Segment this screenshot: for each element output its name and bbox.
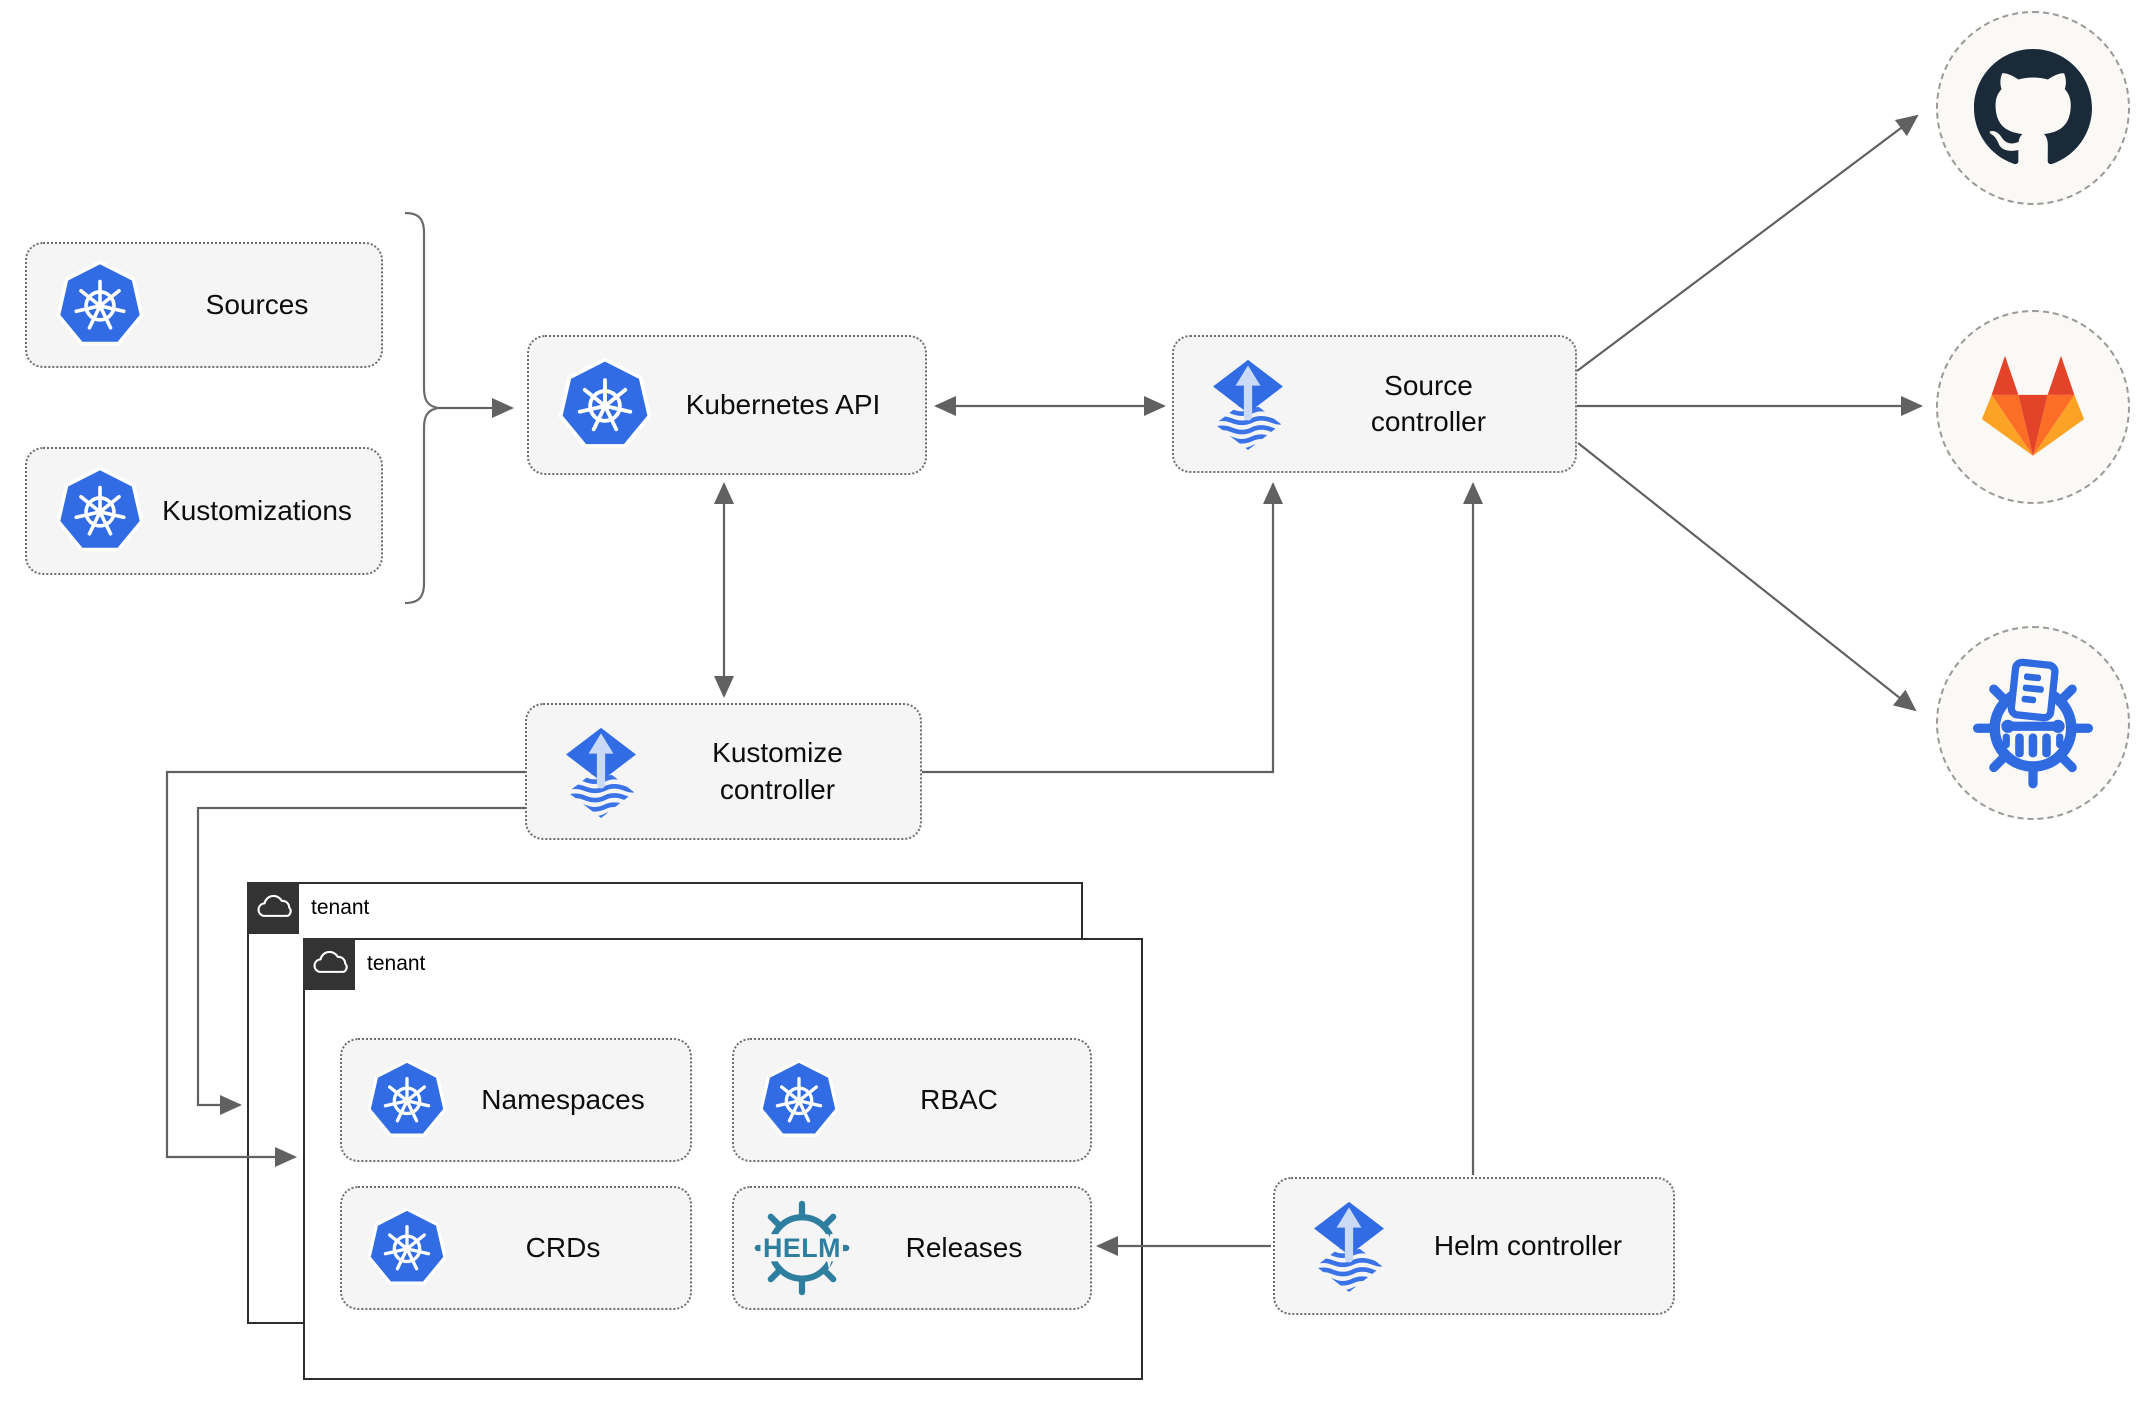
gitlab-repository-node <box>1936 310 2130 504</box>
node-sources: Sources <box>25 242 383 368</box>
node-kubernetes-api: Kubernetes API <box>527 335 927 475</box>
arrow-source-to-chartmuseum <box>1577 442 1917 712</box>
node-kustomizations: Kustomizations <box>25 447 383 575</box>
kubernetes-icon <box>366 1059 448 1141</box>
node-namespaces-label: Namespaces <box>481 1083 645 1115</box>
node-kustomize-controller: Kustomize controller <box>525 703 922 840</box>
node-source-controller-label: Source controller <box>1370 369 1487 437</box>
flux-icon <box>1202 355 1294 453</box>
github-repository-node <box>1936 11 2130 205</box>
flux-icon <box>555 723 647 821</box>
node-kustomize-controller-label: Kustomize controller <box>712 737 843 805</box>
cloud-icon <box>313 950 348 973</box>
node-namespaces: Namespaces <box>340 1038 692 1162</box>
node-releases: HELM Releases <box>732 1186 1092 1310</box>
tenant-tab <box>247 882 299 934</box>
tenant-box-inner: tenant Namespaces <box>303 938 1143 1380</box>
node-sources-label: Sources <box>205 288 309 320</box>
github-icon <box>1974 49 2092 165</box>
node-kubernetes-api-label: Kubernetes API <box>685 388 881 420</box>
node-rbac: RBAC <box>732 1038 1092 1162</box>
chartmuseum-icon <box>1972 658 2094 789</box>
node-helm-controller-label: Helm controller <box>1433 1229 1623 1261</box>
gitlab-icon <box>1981 355 2085 456</box>
kubernetes-icon <box>758 1059 840 1141</box>
kubernetes-icon <box>55 466 145 556</box>
kubernetes-icon <box>366 1207 448 1289</box>
node-helm-controller: Helm controller <box>1273 1177 1675 1315</box>
node-crds-label: CRDs <box>525 1231 601 1263</box>
brace-sources-group <box>404 211 439 605</box>
tenant-tab <box>303 938 355 990</box>
node-rbac-label: RBAC <box>920 1083 998 1115</box>
node-crds: CRDs <box>340 1186 692 1310</box>
kubernetes-icon <box>55 260 145 350</box>
cloud-icon <box>257 894 292 917</box>
arrow-kustomize-to-source-controller <box>922 481 1284 774</box>
helm-icon: HELM <box>754 1200 850 1296</box>
tenant-label: tenant <box>367 952 426 975</box>
arrow-source-to-github <box>1576 114 1919 372</box>
chartmuseum-repository-node <box>1936 626 2130 820</box>
kubernetes-icon <box>557 357 653 453</box>
tenant-label: tenant <box>311 896 370 919</box>
helm-logo-text: HELM <box>763 1233 841 1263</box>
node-kustomizations-label: Kustomizations <box>162 494 352 526</box>
node-source-controller: Source controller <box>1172 335 1577 473</box>
node-releases-label: Releases <box>905 1231 1023 1263</box>
flux-icon <box>1303 1197 1395 1295</box>
